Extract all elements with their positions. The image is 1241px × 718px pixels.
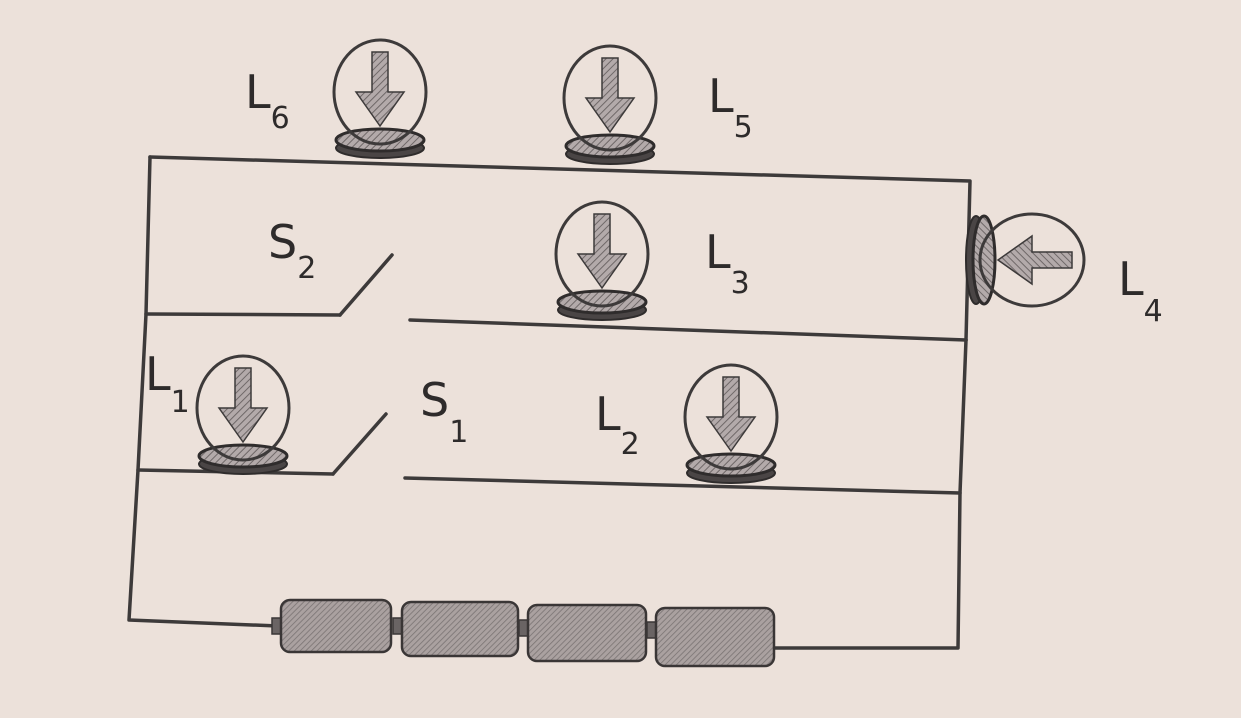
bulb-l5: [562, 44, 658, 166]
label-l1: L1: [145, 347, 190, 420]
bulb-l4: [964, 212, 1086, 308]
label-l2: L2: [595, 387, 640, 462]
l3-branch-wire: [408, 318, 968, 342]
switch-s2: [338, 253, 394, 317]
label-l6: L6: [245, 65, 290, 136]
label-s1: S1: [420, 373, 468, 450]
battery-cell: [654, 606, 776, 668]
label-l4: L4: [1118, 252, 1163, 329]
switch-s1: [331, 412, 388, 476]
battery: [271, 598, 776, 668]
battery-cell: [279, 598, 393, 654]
battery-cell: [400, 600, 520, 658]
bulb-l3: [554, 200, 650, 322]
label-l5: L5: [708, 69, 753, 145]
bulb-l2: [683, 363, 779, 485]
battery-cell: [526, 603, 648, 663]
circuit-wires: [127, 155, 972, 650]
l2-branch-wire: [403, 476, 962, 495]
bulb-l6: [332, 38, 428, 160]
label-l3: L3: [705, 225, 750, 301]
right-lower-wire: [768, 338, 968, 650]
label-s2: S2: [268, 215, 316, 286]
bulb-l1: [195, 354, 291, 476]
s2-branch-left-wire: [144, 312, 342, 317]
